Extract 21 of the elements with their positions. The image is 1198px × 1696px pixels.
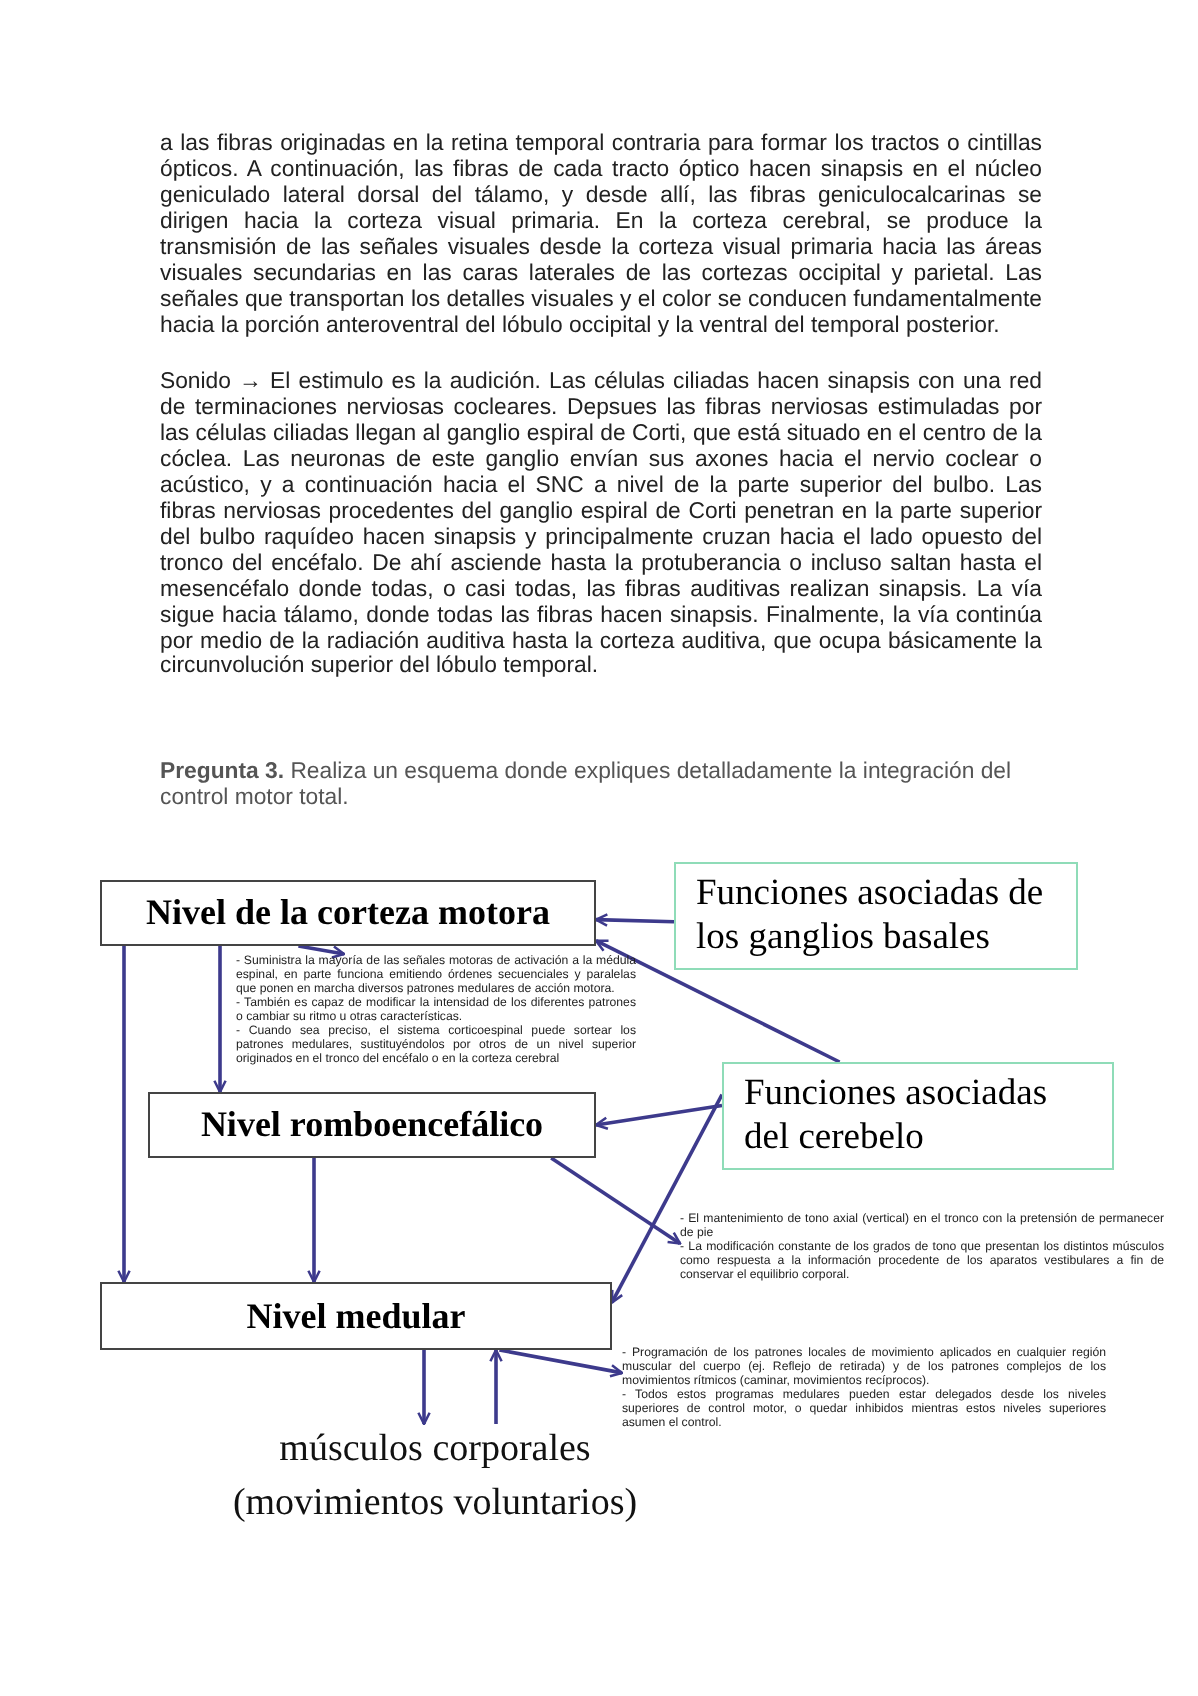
arrow	[610, 1093, 724, 1304]
arrow	[594, 1103, 723, 1131]
arrow	[213, 946, 227, 1094]
paragraph: a las fibras originadas en la retina temporal contraria para formar los tractos o cintillas ópticos. A continuación, las fibras de cada tracto óptico hacen sinapsis en el núcleo geniculado lateral dorsal del tálamo, y desde allí, las fibras geniculocalcarinas se dirigen hacia la corteza visual primaria. En la corteza cerebral, se produce la transmisión de las señales visuales desde la corteza visual primaria hacia las áreas visuales secundarias en las caras laterales de las cortezas occipital y parietal. Las señales que transportan los detalles visuales y el color se conducen fundamentalmente hacia la porción anteroventral del lóbulo occipital y la ventral del temporal posterior.	[160, 132, 1042, 340]
arrow	[499, 1348, 624, 1378]
arrow	[594, 939, 841, 1064]
arrow	[489, 1348, 503, 1424]
arrow	[594, 913, 675, 927]
muscle-text: músculos corporales (movimientos voluntarios)	[190, 1424, 680, 1531]
arrow	[417, 1350, 431, 1426]
arrow	[550, 1156, 682, 1245]
level-box: Nivel medular	[100, 1282, 612, 1350]
question-text: Pregunta 3. Realiza un esquema donde expliques detalladamente la integración del control motor total.	[160, 760, 1014, 812]
arrow	[307, 1158, 321, 1284]
arrow	[117, 946, 131, 1284]
paragraph: Sonido → El estimulo es la audición. Las células ciliadas hacen sinapsis con una red de terminaciones nerviosas cocleares. Depsues las fibras nerviosas estimuladas por las células ciliadas llegan al ganglio espiral de Corti, que está situado en el centro de la cóclea. Las neuronas de este ganglio envían sus axones hacia el nervio coclear o acústico, y a continuación hacia el SNC a nivel de la parte superior del bulbo. Las fibras nerviosas procedentes del ganglio espiral de Corti penetran en la parte superior del bulbo raquídeo hacen sinapsis y principalmente cruzan hacia el lado opuesto del tronco del encéfalo. De ahí asciende hasta la protuberancia o incluso saltan hasta el mesencéfalo donde todas, o casi todas, las fibras auditivas realizan sinapsis. La vía sigue hacia tálamo, donde todas las fibras hacen sinapsis. Finalmente, la vía continúa por medio de la radiación auditiva hasta la corteza auditiva, que ocupa básicamente la circunvolución superior del lóbulo temporal.	[160, 370, 1042, 681]
function-box: Funciones asociadas del cerebelo	[722, 1062, 1114, 1171]
level-box: Nivel romboencefálico	[148, 1092, 596, 1158]
arrow	[298, 944, 346, 959]
level-box: Nivel de la corteza motora	[100, 880, 596, 946]
function-box: Funciones asociadas de los ganglios basales	[674, 862, 1078, 971]
